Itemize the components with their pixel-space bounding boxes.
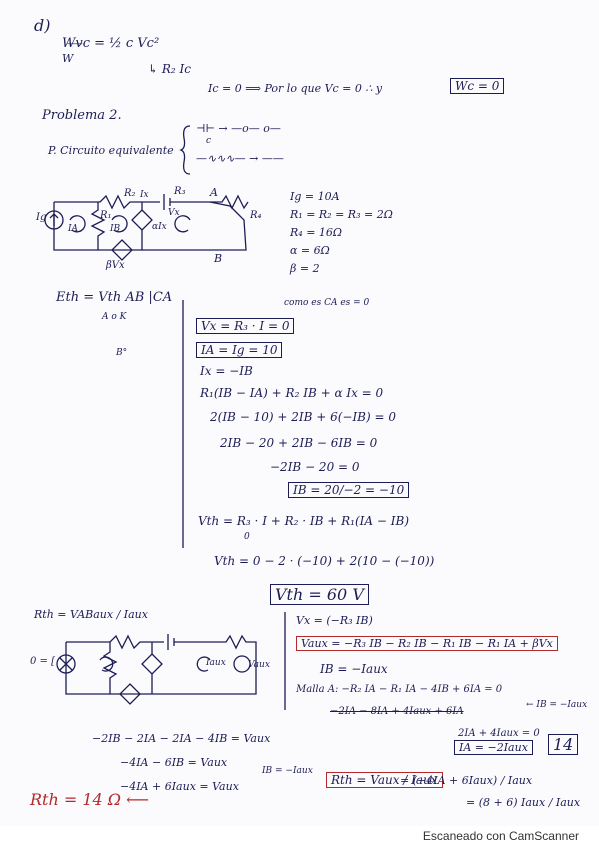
part-d-label: d): [34, 16, 51, 35]
rth-fraction-3: = (8 + 6) Iaux / Iaux: [466, 796, 581, 809]
eth-node-b: B°: [116, 348, 128, 358]
rth-eq-ia: IA = −2Iaux: [454, 740, 533, 755]
label-r4: R₄: [250, 210, 262, 221]
energy-equation: W̶v̶c = ½ c Vc²: [62, 36, 160, 51]
energy-below: W: [62, 52, 74, 65]
scanner-watermark: Escaneado con CamScanner: [422, 829, 579, 843]
label-mesh-b: IB: [110, 224, 121, 234]
rth-fraction-2: = (−4IA + 6Iaux) / Iaux: [400, 774, 533, 787]
equivalent-circuit-label: P. Circuito equivalente: [48, 144, 174, 157]
eq-mesh-b: R₁(IB − IA) + R₂ IB + α Ix = 0: [200, 386, 384, 400]
rth-fraction: Rth = Vaux / Iaux: [326, 772, 443, 788]
problem-2-title: Problema 2.: [42, 108, 122, 123]
label-node-b: B: [214, 252, 223, 265]
label-ix: Ix: [140, 190, 149, 200]
rth-boxed-14: 14: [548, 734, 579, 755]
given-beta: β = 2: [290, 262, 320, 275]
derivation-bar-1: [182, 300, 184, 548]
rth-final-result: Rth = 14 Ω ⟵: [30, 790, 150, 809]
label-ig: Ig: [36, 212, 47, 223]
given-resistors: R₁ = R₂ = R₃ = 2Ω: [290, 208, 393, 221]
rth-left-3: −4IA + 6Iaux = Vaux: [120, 780, 239, 793]
vth-expression: Vth = R₃ · I + R₂ · IB + R₁(IA − IB): [198, 514, 410, 528]
rth-ib-sub: IB = −Iaux: [262, 766, 313, 776]
label-beta-vx: βVx: [106, 260, 125, 271]
equiv-capacitor-c: c: [206, 136, 212, 146]
eq-substituted: 2(IB − 10) + 2IB + 6(−IB) = 0: [210, 410, 396, 424]
vth-zero-mark: 0: [244, 532, 250, 542]
label-iaux: Iaux: [206, 658, 226, 668]
circuit-diagram-2: [56, 634, 257, 705]
label-r1: R₁: [100, 210, 112, 221]
eq-expanded: 2IB − 20 + 2IB − 6IB = 0: [220, 436, 378, 450]
label-r3: R₃: [174, 186, 186, 197]
rth-eq-vx: Vx = (−R₃ IB): [296, 614, 373, 627]
ig-off-bracket: 0 = [: [30, 656, 55, 667]
given-ig: Ig = 10A: [290, 190, 340, 203]
label-mesh-a: IA: [68, 224, 79, 234]
part-d-conclusion: Ic = 0 ⟹ Por lo que Vc = 0 ∴ y: [208, 82, 383, 95]
given-alpha: α = 6Ω: [290, 244, 330, 257]
given-r4: R₄ = 16Ω: [290, 226, 343, 239]
rth-struck-line: −2IA − 8IA + 4Iaux + 6IA: [330, 706, 464, 717]
eq-vx-zero: Vx = R₃ · I = 0: [196, 318, 295, 334]
eq-ix-ib: Ix = −IB: [200, 364, 253, 378]
derivation-bar-2: [284, 612, 286, 710]
rth-definition: Rth = VABaux / Iaux: [34, 608, 148, 621]
rth-left-2: −4IA − 6IB = Vaux: [120, 756, 228, 769]
rth-eq-ib: IB = −Iaux: [320, 662, 388, 676]
circuit-diagram-1: [44, 194, 249, 261]
eq-ia-ig: IA = Ig = 10: [196, 342, 283, 358]
label-node-a: A: [210, 186, 218, 199]
eth-label: Eth = Vth AB |CA: [56, 290, 173, 305]
eth-nodes: A o K: [102, 312, 127, 322]
equiv-capacitor-line: ⊣⊢ → —o— o—: [196, 122, 281, 135]
vth-result: Vth = 60 V: [270, 584, 369, 605]
part-d-result: Wc = 0: [450, 78, 505, 94]
arrow-ric: ↳ R₂ Ic: [148, 62, 191, 76]
rth-eq-2ia: 2IA + 4Iaux = 0: [458, 728, 540, 739]
label-vx: Vx: [168, 208, 180, 218]
rth-left-1: −2IB − 2IA − 2IA − 4IB = Vaux: [92, 732, 271, 745]
vth-substituted: Vth = 0 − 2 · (−10) + 2(10 − (−10)): [214, 554, 435, 568]
label-r2: R₂: [124, 188, 136, 199]
label-alpha-ix: αIx: [152, 222, 167, 232]
note-ca-zero: como es CA es = 0: [284, 298, 370, 308]
label-vaux: Vaux: [248, 660, 270, 670]
eq-simplified: −2IB − 20 = 0: [270, 460, 360, 474]
rth-malla-a: Malla A: −R₂ IA − R₁ IA − 4IB + 6IA = 0: [296, 684, 503, 695]
equiv-brace: [179, 125, 191, 175]
rth-side-note: ← IB = −Iaux: [526, 700, 588, 710]
eq-ib-result: IB = 20/−2 = −10: [288, 482, 410, 498]
equiv-inductor-line: —∿∿∿— → ——: [196, 152, 284, 165]
scanner-footer: Escaneado con CamScanner: [0, 826, 599, 848]
rth-eq-vaux: Vaux = −R₃ IB − R₂ IB − R₁ IB − R₁ IA + …: [296, 636, 558, 651]
